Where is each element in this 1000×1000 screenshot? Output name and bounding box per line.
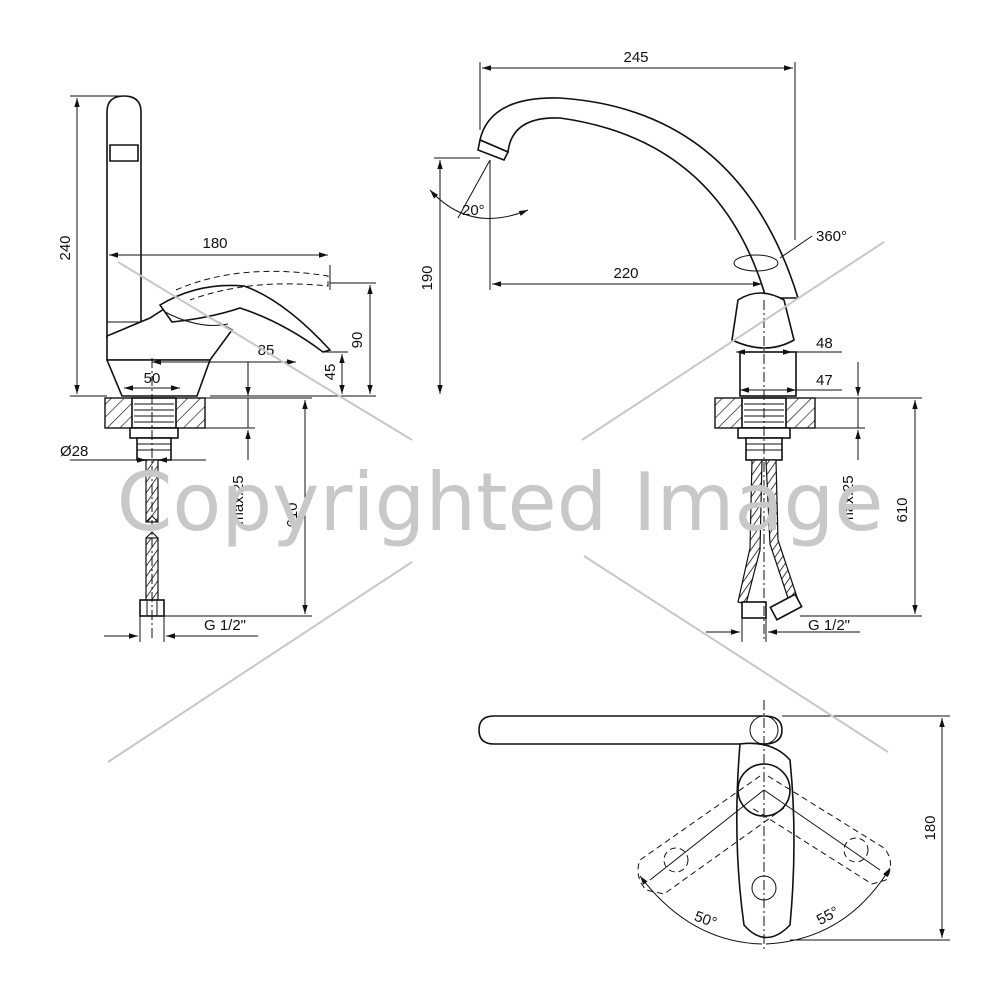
dim-lever-reach: 180 [202, 235, 227, 252]
side-view: 240 180 90 45 85 50 Ø28 max.25 610 [57, 95, 376, 642]
dim-spout-angle: 20° [462, 202, 485, 219]
dim-swivel: 360° [816, 228, 847, 245]
dim-top-depth: 180 [922, 815, 939, 840]
dim-max-thickness-right: max.25 [840, 475, 857, 524]
lever-rotated-right [751, 775, 891, 885]
spout-pillar [106, 95, 142, 339]
mounting-nut-left [129, 427, 179, 439]
front-view: 245 20° 190 220 360° 48 47 max.25 [419, 49, 922, 642]
dim-thread-left: G 1/2" [204, 617, 246, 634]
top-spout [478, 715, 783, 745]
dim-base-width: 50 [144, 370, 161, 387]
dim-shank-diameter: Ø28 [60, 443, 88, 460]
dim-body-width: 48 [816, 335, 833, 352]
lever-handle [158, 284, 332, 353]
spout-outlet [477, 138, 510, 162]
watermark: Copyrighted Image [107, 241, 889, 763]
swivel-spout [479, 97, 800, 299]
spout-aerator [109, 144, 139, 162]
dim-base-width-front: 47 [816, 372, 833, 389]
dim-hose-length-left: 610 [284, 502, 301, 527]
dim-spout-projection: 220 [613, 265, 638, 282]
watermark-text: Copyrighted Image [117, 456, 884, 549]
dim-angle-right: 55° [814, 903, 842, 929]
dim-thread-right: G 1/2" [808, 617, 850, 634]
dim-angle-left: 50° [692, 908, 719, 932]
dim-hose-length-right: 610 [894, 497, 911, 522]
dim-max-thickness-left: max.25 [230, 475, 247, 524]
dim-spout-height: 190 [419, 265, 436, 290]
lever-rotated-left [637, 775, 785, 895]
front-base [739, 351, 797, 397]
hose-fitting-right-b [769, 593, 803, 621]
dim-side-height: 240 [57, 235, 74, 260]
lever-raised-outline [175, 270, 329, 301]
dim-base-height: 45 [322, 364, 339, 381]
hose-fitting-right-a [741, 601, 767, 619]
dim-spout-reach: 245 [623, 49, 648, 66]
dim-lever-height: 90 [349, 332, 366, 349]
top-view: 50° 55° 180 [478, 700, 950, 952]
